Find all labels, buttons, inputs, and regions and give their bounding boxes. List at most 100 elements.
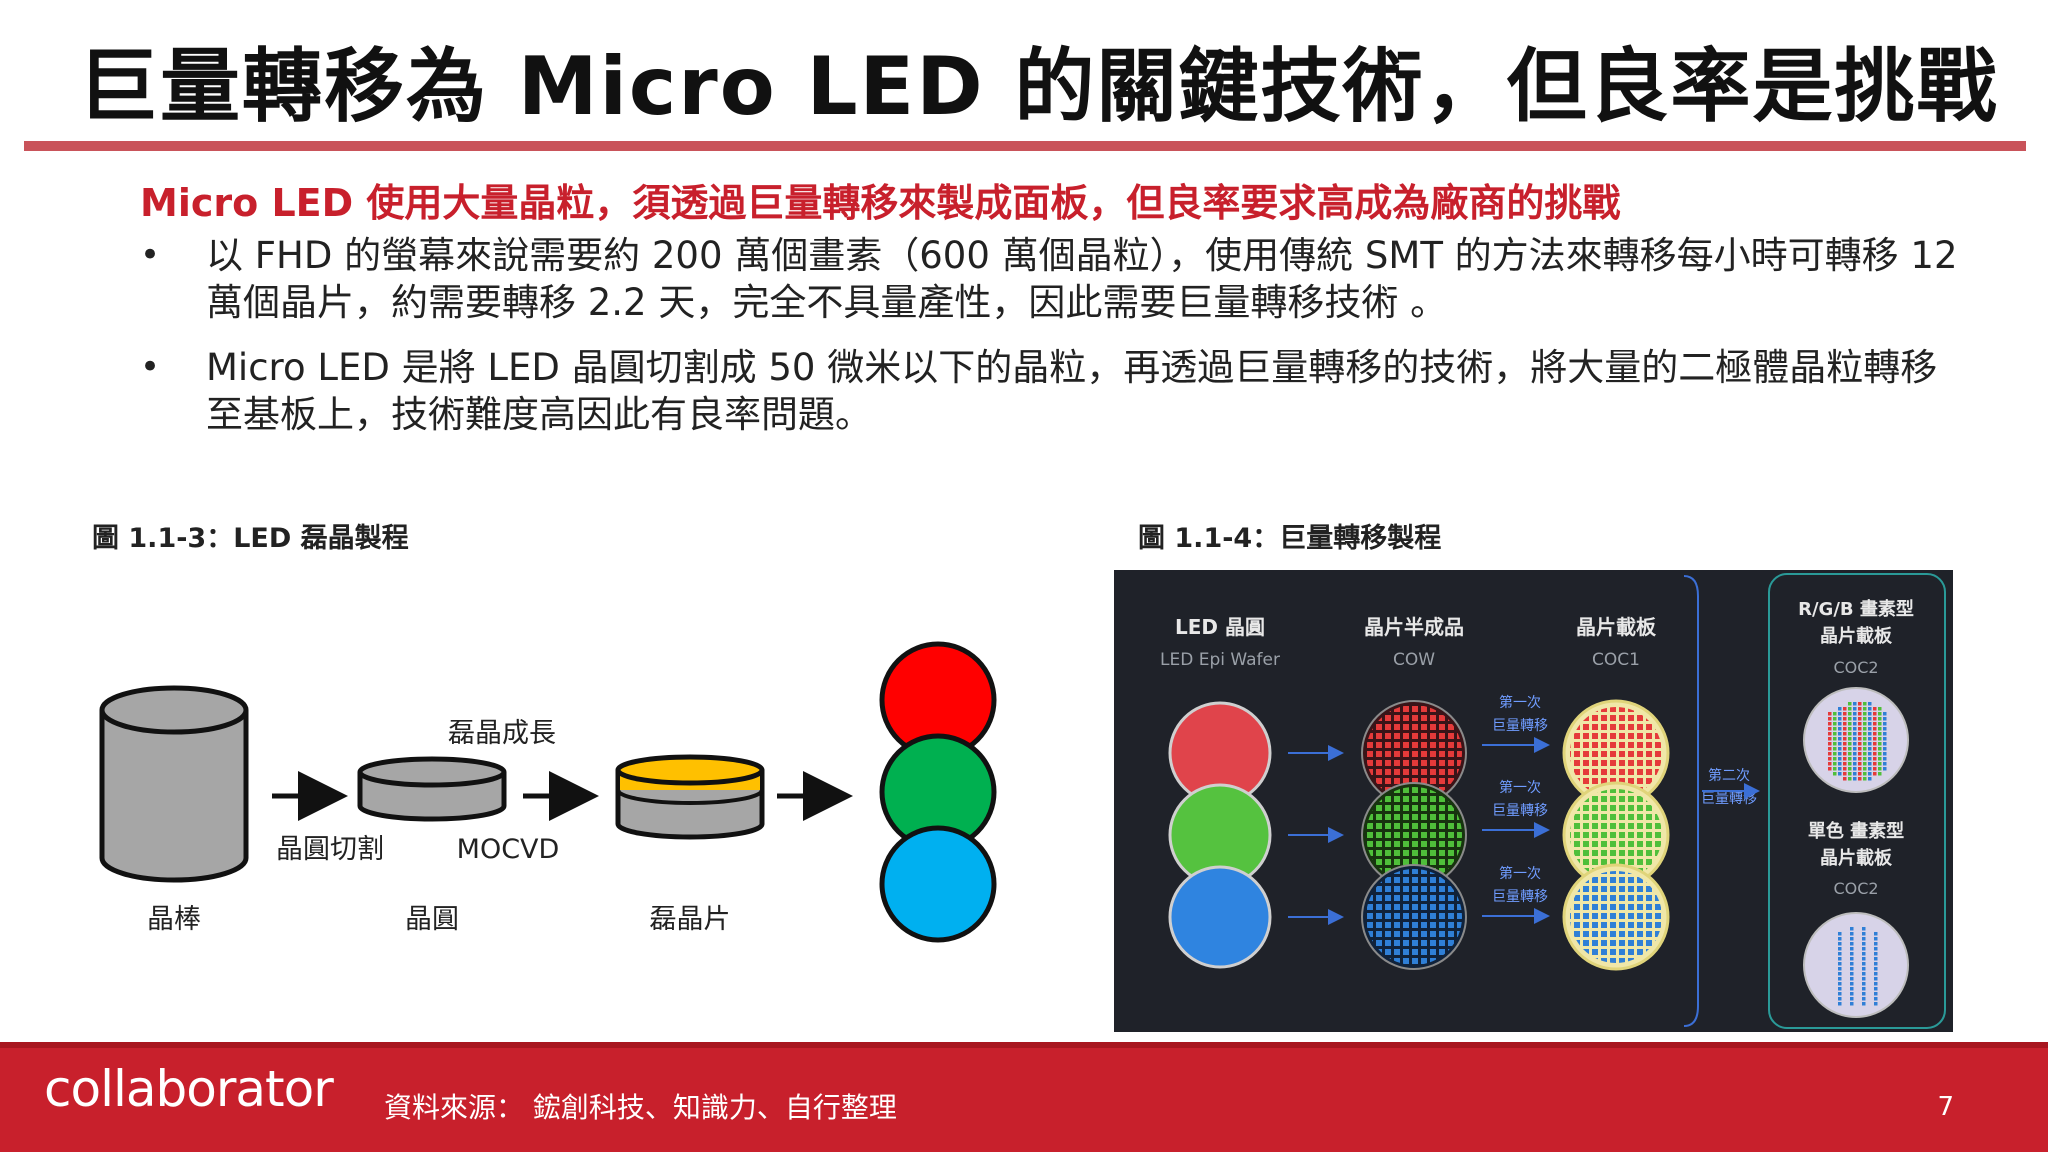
fig2-red-chip-dots [1366, 705, 1462, 801]
rgb-subpixel [1853, 772, 1857, 776]
mono-subpixel [1862, 952, 1866, 956]
mono-subpixel [1850, 927, 1854, 931]
rgb-subpixel [1853, 707, 1857, 711]
rgb-subpixel [1858, 702, 1862, 706]
rgb-subpixel [1863, 742, 1867, 746]
mono-subpixel [1850, 962, 1854, 966]
rgb-subpixel [1843, 727, 1847, 731]
mono-subpixel [1874, 932, 1878, 936]
rgb-subpixel [1843, 742, 1847, 746]
rgb-subpixel [1863, 777, 1867, 781]
rgb-subpixel [1878, 757, 1882, 761]
mono-subpixel [1874, 942, 1878, 946]
rgb-subpixel [1858, 752, 1862, 756]
fig2-green-chip-dots [1366, 787, 1462, 883]
mono-subpixel [1874, 997, 1878, 1001]
rgb-subpixel [1858, 742, 1862, 746]
rgb-subpixel [1878, 752, 1882, 756]
rgb-subpixel [1828, 732, 1832, 736]
rgb-subpixel [1838, 762, 1842, 766]
rgb-subpixel [1833, 717, 1837, 721]
svg-text:巨量轉移: 巨量轉移 [1492, 803, 1548, 819]
rgb-subpixel [1838, 767, 1842, 771]
mono-subpixel [1862, 992, 1866, 996]
mono-subpixel [1850, 987, 1854, 991]
rgb-subpixel [1868, 747, 1872, 751]
rgb-subpixel [1883, 717, 1887, 721]
title-divider [24, 141, 2026, 151]
rgb-subpixel [1878, 707, 1882, 711]
rgb-subpixel [1883, 757, 1887, 761]
svg-text:巨量轉移: 巨量轉移 [1492, 718, 1548, 734]
mono-subpixel [1850, 967, 1854, 971]
mono-subpixel [1874, 962, 1878, 966]
fig2-mono-pixel-stripes [1838, 927, 1878, 1006]
rgb-subpixel [1858, 707, 1862, 711]
fig2-second-transfer: 第二次 巨量轉移 [1701, 767, 1760, 807]
rgb-subpixel [1873, 732, 1877, 736]
rgb-subpixel [1828, 712, 1832, 716]
rgb-subpixel [1833, 737, 1837, 741]
rgb-subpixel [1848, 762, 1852, 766]
rgb-subpixel [1863, 737, 1867, 741]
rgb-subpixel [1863, 717, 1867, 721]
mono-subpixel [1838, 992, 1842, 996]
rgb-subpixel [1858, 717, 1862, 721]
rgb-subpixel [1858, 737, 1862, 741]
rgb-subpixel [1873, 762, 1877, 766]
rgb-subpixel [1873, 767, 1877, 771]
mono-subpixel [1862, 957, 1866, 961]
rgb-subpixel [1853, 767, 1857, 771]
rgb-subpixel [1883, 712, 1887, 716]
mono-subpixel [1838, 977, 1842, 981]
rgb-subpixel [1858, 772, 1862, 776]
mono-subpixel [1838, 947, 1842, 951]
rgb-subpixel [1853, 717, 1857, 721]
rgb-subpixel [1878, 747, 1882, 751]
rgb-subpixel [1858, 727, 1862, 731]
rgb-subpixel [1838, 747, 1842, 751]
mono-subpixel [1874, 952, 1878, 956]
mono-subpixel [1874, 957, 1878, 961]
rgb-subpixel [1863, 722, 1867, 726]
rgb-subpixel [1883, 767, 1887, 771]
rgb-subpixel [1828, 742, 1832, 746]
rgb-subpixel [1868, 722, 1872, 726]
rgb-subpixel [1858, 777, 1862, 781]
svg-text:第一次: 第一次 [1499, 694, 1541, 711]
mono-subpixel [1838, 932, 1842, 936]
rgb-subpixel [1863, 707, 1867, 711]
rgb-subpixel [1883, 737, 1887, 741]
mono-subpixel [1874, 982, 1878, 986]
rgb-subpixel [1843, 762, 1847, 766]
rgb-subpixel [1848, 717, 1852, 721]
mono-subpixel [1850, 952, 1854, 956]
svg-text:第二次: 第二次 [1708, 767, 1750, 784]
fig2-col2-sub: COW [1393, 650, 1435, 670]
rgb-subpixel [1863, 767, 1867, 771]
rgb-subpixel [1858, 712, 1862, 716]
svg-text:第一次: 第一次 [1499, 865, 1541, 882]
rgb-subpixel [1878, 772, 1882, 776]
rgb-subpixel [1838, 722, 1842, 726]
rgb-subpixel [1873, 737, 1877, 741]
fig2-bracket [1683, 575, 1699, 1027]
mono-subpixel [1862, 937, 1866, 941]
mono-subpixel [1838, 937, 1842, 941]
label-mocvd: MOCVD [457, 834, 560, 865]
rgb-subpixel [1848, 712, 1852, 716]
label-ingot: 晶棒 [147, 904, 201, 935]
fig2-mono-pixel-carrier [1803, 912, 1909, 1018]
rgb-subpixel [1863, 762, 1867, 766]
rgb-subpixel [1838, 752, 1842, 756]
fig2-blue-wafer [1168, 865, 1272, 969]
rgb-subpixel [1833, 772, 1837, 776]
mono-subpixel [1862, 982, 1866, 986]
mono-subpixel [1874, 937, 1878, 941]
mono-subpixel [1862, 997, 1866, 1001]
rgb-subpixel [1843, 717, 1847, 721]
rgb-subpixel [1828, 737, 1832, 741]
rgb-subpixel [1833, 747, 1837, 751]
rgb-subpixel [1868, 762, 1872, 766]
rgb-subpixel [1848, 737, 1852, 741]
